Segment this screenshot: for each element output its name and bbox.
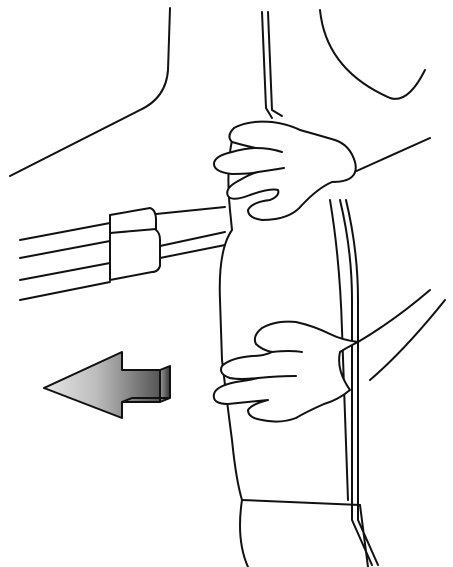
mounting-rail <box>20 207 225 300</box>
vertical-seam-left-inner <box>268 12 282 116</box>
vertical-seam-right-inner <box>346 200 378 565</box>
carried-object-base-right <box>360 505 368 567</box>
hand-top <box>214 122 356 220</box>
person-lower-arm-outline <box>370 300 445 380</box>
left-arrow-icon <box>44 352 170 418</box>
person-side-outline <box>358 290 430 342</box>
hand-bottom <box>214 322 358 422</box>
person-torso-outline <box>320 10 425 99</box>
cabinet-panel-outline <box>10 8 170 176</box>
carried-object-base <box>240 500 248 567</box>
